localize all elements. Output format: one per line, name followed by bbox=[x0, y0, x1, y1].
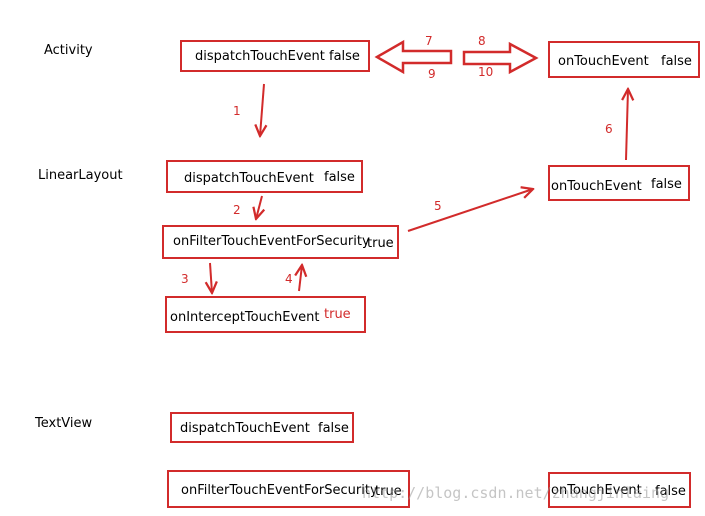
method-name: onTouchEvent bbox=[558, 54, 649, 69]
step-4-label: 4 bbox=[285, 272, 293, 286]
method-name: onFilterTouchEventForSecurity bbox=[173, 234, 370, 249]
watermark: http://blog.csdn.net/zhangjinlaing bbox=[362, 484, 670, 502]
method-name: dispatchTouchEvent bbox=[180, 421, 310, 436]
step-7-label: 7 bbox=[425, 34, 433, 48]
return-value: false bbox=[661, 54, 692, 69]
textview-dispatch-box: dispatchTouchEvent false bbox=[170, 412, 354, 443]
layer-label-activity: Activity bbox=[44, 43, 93, 58]
method-name: dispatchTouchEvent bbox=[184, 171, 314, 186]
return-value: false bbox=[318, 421, 349, 436]
activity-ontouch-box: onTouchEvent false bbox=[548, 41, 700, 78]
return-value: true bbox=[367, 236, 394, 251]
linearlayout-ontouch-box: onTouchEvent false bbox=[548, 165, 690, 201]
step-2-label: 2 bbox=[233, 203, 241, 217]
arrow-1 bbox=[260, 83, 264, 136]
arrow-5 bbox=[407, 189, 533, 232]
arrow-6 bbox=[626, 89, 628, 161]
step-1-label: 1 bbox=[233, 104, 241, 118]
method-name: onInterceptTouchEvent bbox=[170, 310, 320, 325]
method-name: onTouchEvent bbox=[551, 179, 642, 194]
step-8-label: 8 bbox=[478, 34, 486, 48]
step-6-label: 6 bbox=[605, 122, 613, 136]
linearlayout-filter-box: onFilterTouchEventForSecurity true bbox=[162, 225, 399, 259]
return-value: false bbox=[329, 49, 360, 64]
linearlayout-dispatch-box: dispatchTouchEvent false bbox=[166, 160, 363, 193]
method-name: onTouchEvent bbox=[551, 483, 642, 498]
arrow-8-10 bbox=[462, 41, 539, 75]
step-5-label: 5 bbox=[434, 199, 442, 213]
step-9-label: 9 bbox=[428, 67, 436, 81]
textview-filter-box: onFilterTouchEventForSecurity true bbox=[167, 470, 410, 508]
arrow-4 bbox=[299, 265, 302, 292]
method-name: onFilterTouchEventForSecurity bbox=[181, 483, 378, 498]
arrow-3 bbox=[210, 262, 212, 293]
layer-label-linear-layout: LinearLayout bbox=[38, 168, 123, 183]
step-10-label: 10 bbox=[478, 65, 494, 79]
step-3-label: 3 bbox=[181, 272, 189, 286]
method-name: dispatchTouchEvent bbox=[195, 49, 325, 64]
return-value: false bbox=[651, 177, 682, 192]
return-value: false bbox=[655, 484, 686, 499]
activity-dispatch-box: dispatchTouchEvent false bbox=[180, 40, 370, 72]
linearlayout-intercept-box: onInterceptTouchEvent true bbox=[165, 296, 366, 333]
arrow-7-9 bbox=[374, 39, 453, 75]
return-value: false bbox=[324, 170, 355, 185]
return-value: true bbox=[375, 484, 402, 499]
return-value: true bbox=[324, 307, 351, 322]
layer-label-textview: TextView bbox=[35, 416, 93, 431]
arrow-2 bbox=[256, 195, 262, 219]
textview-ontouch-box: onTouchEvent false bbox=[548, 472, 691, 508]
